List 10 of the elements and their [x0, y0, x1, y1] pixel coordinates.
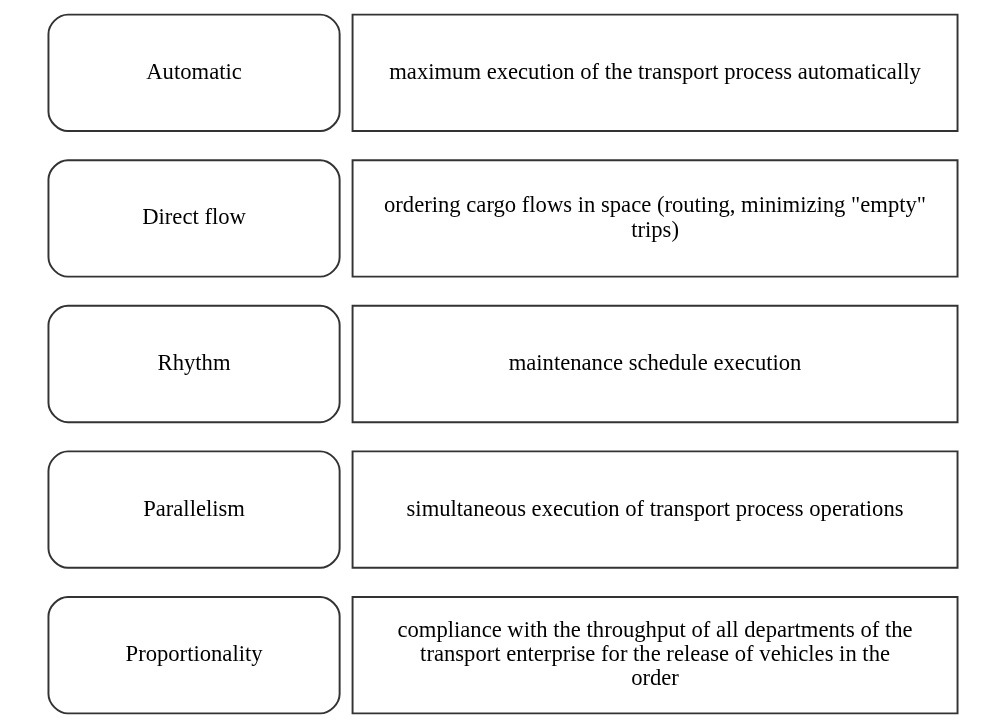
node-box: simultaneous execution of transport process operations [351, 450, 958, 569]
node-box: Automatic [47, 13, 341, 133]
node-box: maintenance schedule execution [351, 304, 958, 424]
node-box: Direct flow [47, 159, 341, 278]
node-box: ordering cargo flows in space (routing, minimizing "empty" trips) [351, 159, 958, 278]
node-box: Proportionality [47, 595, 341, 715]
node-box: Rhythm [47, 304, 341, 424]
node-box: Parallelism [47, 450, 341, 569]
node-box: compliance with the throughput of all departments of the transport enterprise for the release of vehicles in the order [351, 595, 958, 715]
node-box: maximum execution of the transport process automatically [351, 13, 958, 133]
